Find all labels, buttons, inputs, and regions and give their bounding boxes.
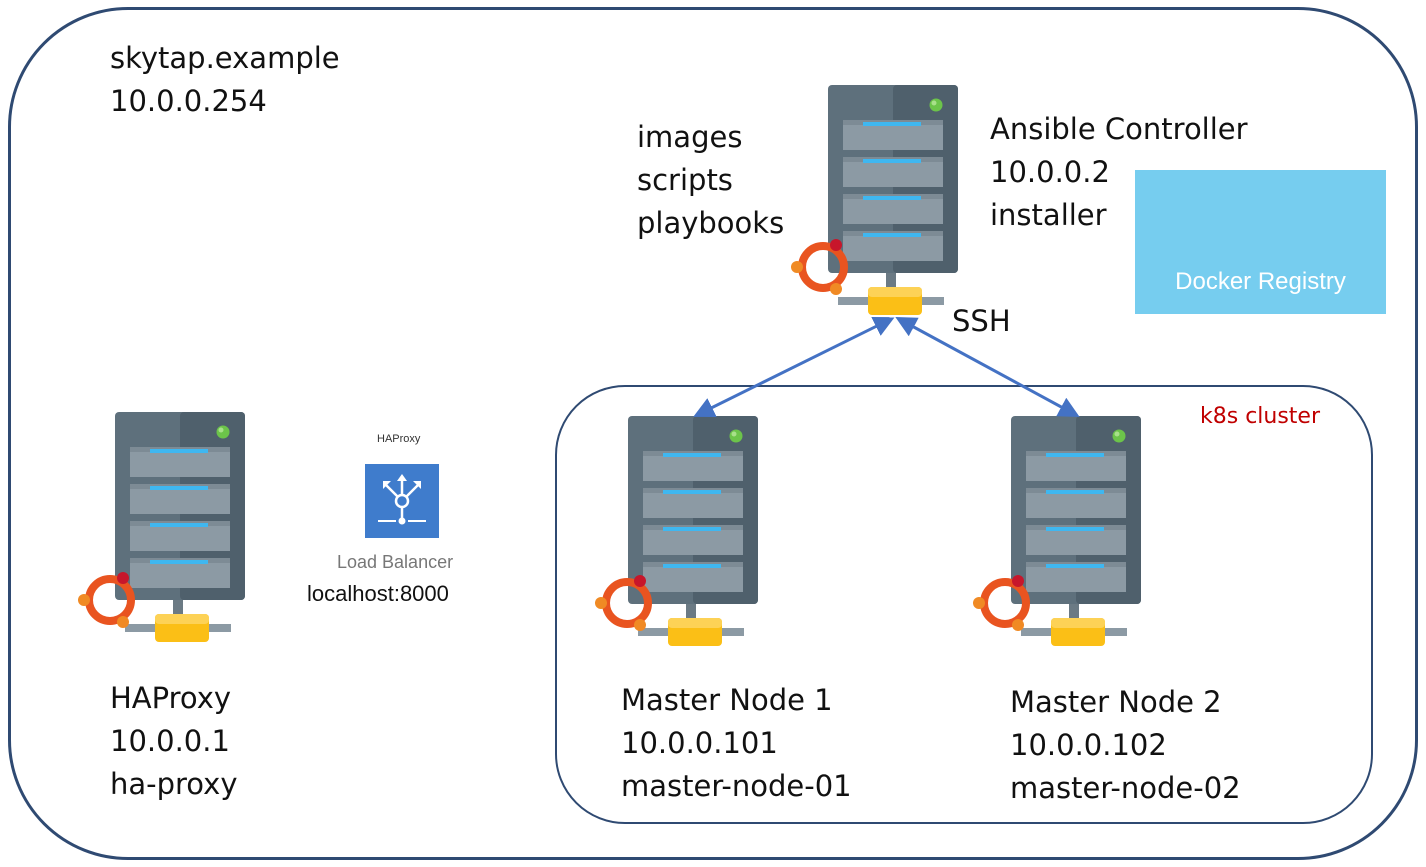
node-name: Master Node 1 <box>621 683 833 717</box>
controller-role: installer <box>990 198 1107 232</box>
docker-registry: Docker Registry <box>1135 170 1386 314</box>
controller-resources: images scripts playbooks <box>637 116 784 245</box>
load-balancer-label: Load Balancer <box>337 552 454 572</box>
controller-info: Ansible Controller 10.0.0.2 installer <box>990 108 1248 237</box>
haproxy-server-icon <box>115 412 245 642</box>
ssh-arrow-node-1 <box>693 317 895 417</box>
master-node-2-info: Master Node 2 10.0.0.102 master-node-02 <box>1010 681 1241 810</box>
ssh-label: SSH <box>952 304 1011 338</box>
controller-server-icon <box>828 85 958 315</box>
load-balancer-url: localhost:8000 <box>307 581 449 606</box>
node-ip: 10.0.0.102 <box>1010 728 1167 762</box>
node-ip: 10.0.0.1 <box>110 724 230 758</box>
resource-item: scripts <box>637 163 733 197</box>
environment-frame <box>8 7 1418 860</box>
node-hostname: master-node-01 <box>621 769 852 803</box>
resource-item: images <box>637 120 743 154</box>
haproxy-node-info: HAProxy 10.0.0.1 ha-proxy <box>110 677 237 806</box>
node-hostname: master-node-02 <box>1010 771 1241 805</box>
node-name: Master Node 2 <box>1010 685 1222 719</box>
load-balancer-icon <box>365 464 439 538</box>
master-node-2-server-icon <box>1011 416 1141 646</box>
cluster-label: k8s cluster <box>1200 404 1321 429</box>
controller-name: Ansible Controller <box>990 112 1248 146</box>
node-name: HAProxy <box>110 681 232 715</box>
ssh-arrow-node-2 <box>895 316 1080 418</box>
resource-item: playbooks <box>637 206 785 240</box>
environment-gateway-ip: 10.0.0.254 <box>110 84 267 118</box>
controller-ip: 10.0.0.2 <box>990 155 1110 189</box>
node-ip: 10.0.0.101 <box>621 726 778 760</box>
node-hostname: ha-proxy <box>110 767 238 801</box>
docker-registry-label: Docker Registry <box>1175 268 1346 295</box>
environment-info: skytap.example 10.0.0.254 <box>110 37 340 123</box>
load-balancer-title: HAProxy <box>377 433 421 445</box>
master-node-1-info: Master Node 1 10.0.0.101 master-node-01 <box>621 679 852 808</box>
environment-domain: skytap.example <box>110 41 340 75</box>
